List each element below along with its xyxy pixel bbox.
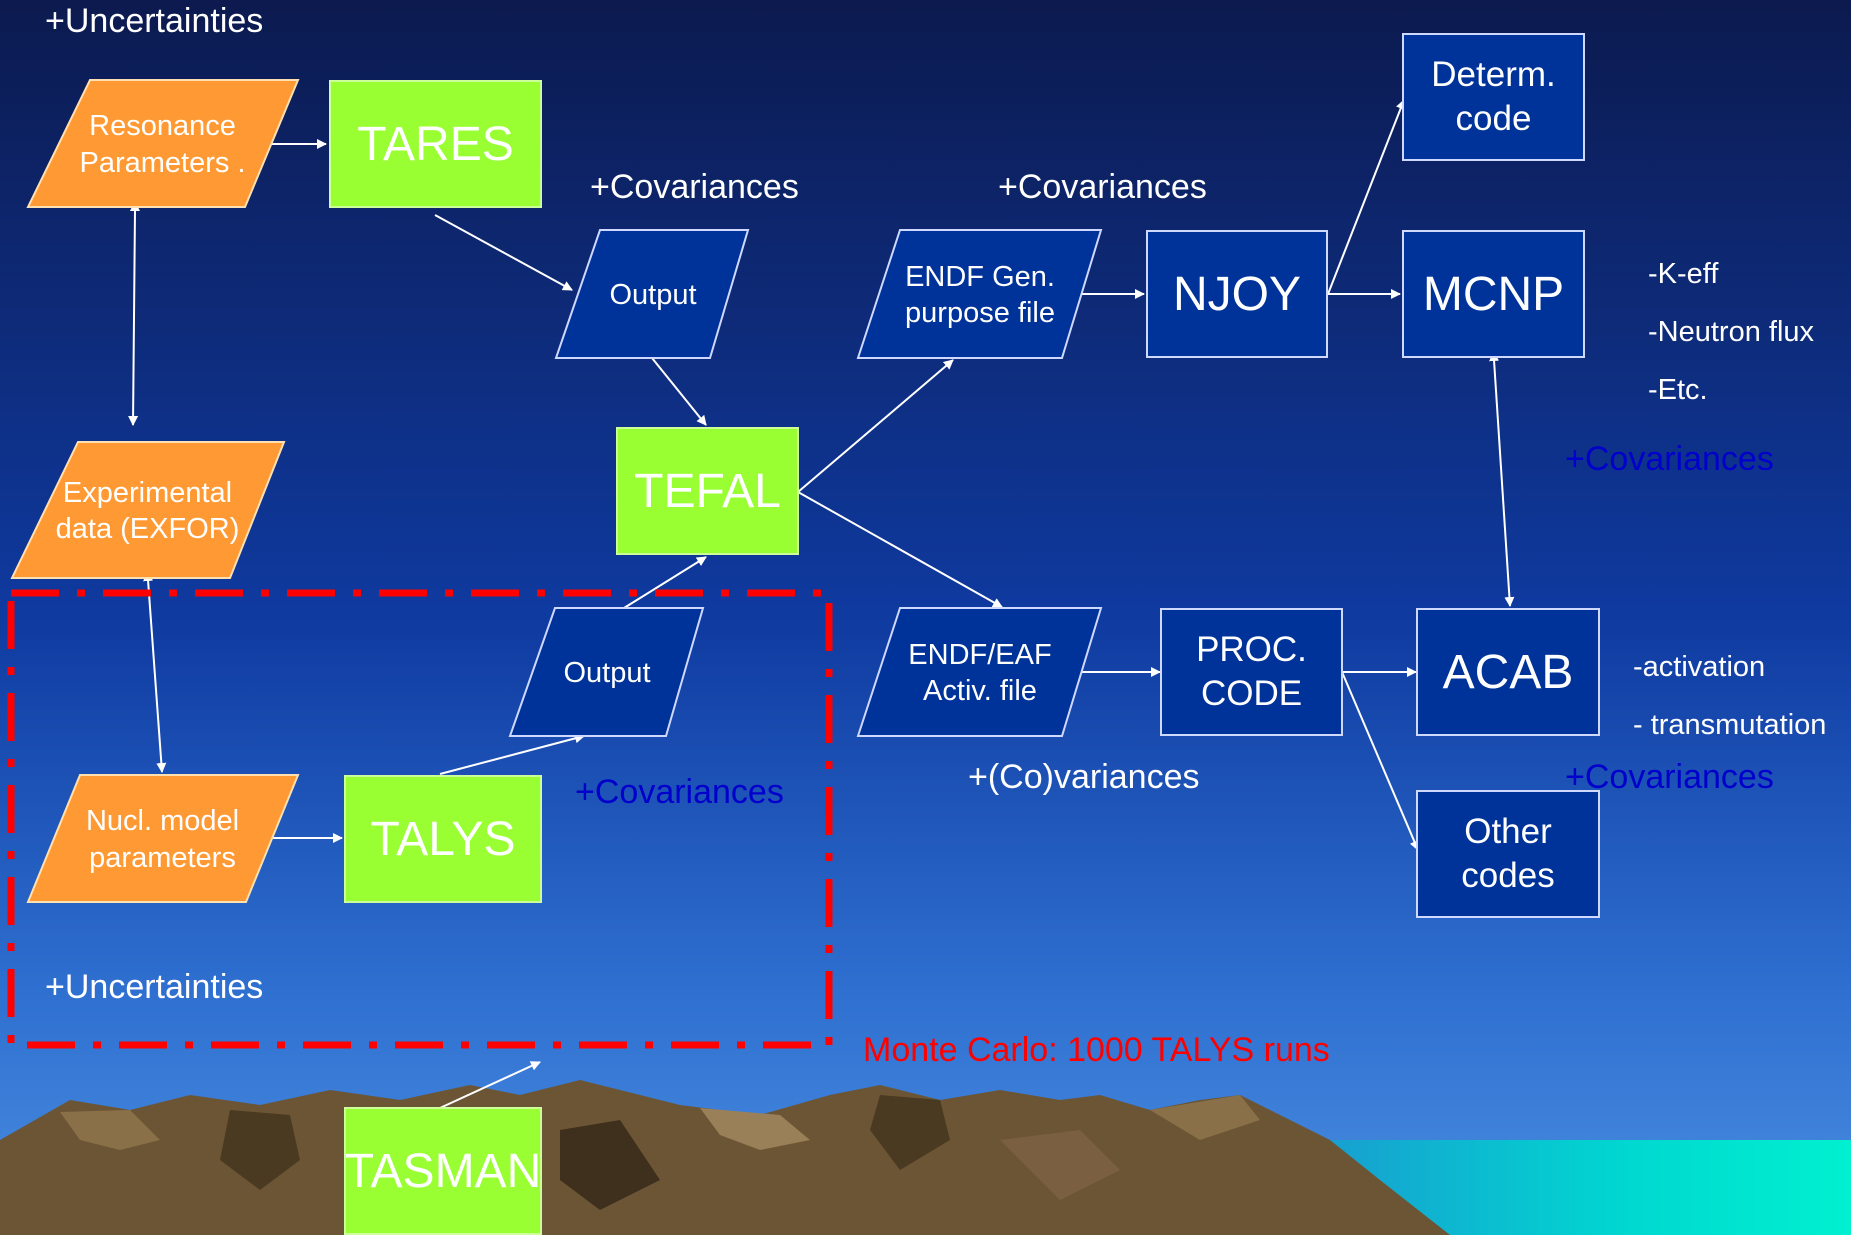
covariances-acab-label: +Covariances bbox=[1565, 758, 1774, 796]
nucl-model-parameters: Nucl. model parameters bbox=[60, 777, 265, 902]
acab-box: ACAB bbox=[1416, 608, 1600, 736]
endfeaf-label: ENDF/EAF Activ. file bbox=[908, 638, 1052, 707]
output-top-shape bbox=[554, 229, 750, 359]
neutron-flux-label: -Neutron flux bbox=[1648, 316, 1815, 348]
endfgp-shape bbox=[856, 229, 1103, 359]
monte-carlo-region bbox=[7, 589, 833, 1049]
arrow-tares-output bbox=[434, 214, 573, 291]
resonance-label: Resonance Parameters . bbox=[79, 110, 246, 179]
monte-carlo-label: Monte Carlo: 1000 TALYS runs bbox=[863, 1031, 1330, 1069]
tares-box: TARES bbox=[329, 80, 542, 208]
covariances-mcnp-label: +Covariances bbox=[1565, 440, 1774, 478]
experimental-shape bbox=[10, 441, 286, 579]
mcnp-label: MCNP bbox=[1422, 267, 1565, 321]
mcnp-box: MCNP bbox=[1402, 230, 1585, 358]
endf-eaf-activation: ENDF/EAF Activ. file bbox=[880, 610, 1080, 736]
arrow-proc-other bbox=[1341, 671, 1420, 851]
experimental-label: Experimental data (EXFOR) bbox=[55, 476, 240, 545]
covariances-endf-label: +Covariances bbox=[998, 168, 1207, 206]
proc-code-label: PROC. CODE bbox=[1196, 630, 1307, 713]
arrow-talys-output bbox=[439, 733, 585, 775]
resonance-parameters: Resonance Parameters . bbox=[55, 82, 270, 207]
output-bottom: Output bbox=[532, 610, 682, 736]
etc-label: -Etc. bbox=[1648, 374, 1708, 406]
covariances-talys-label: +Covariances bbox=[575, 773, 784, 811]
output-bottom-label: Output bbox=[563, 656, 651, 689]
keff-label: -K-eff bbox=[1648, 258, 1719, 290]
transmutation-label: - transmutation bbox=[1633, 709, 1827, 741]
endf-general-purpose: ENDF Gen. purpose file bbox=[880, 232, 1080, 358]
determ-code-box: Determ. code bbox=[1402, 33, 1585, 161]
njoy-label: NJOY bbox=[1172, 267, 1301, 321]
resonance-shape bbox=[26, 79, 300, 208]
arrow-experimental-nuclmodel bbox=[143, 571, 167, 773]
uncertainties-bottom-label: +Uncertainties bbox=[45, 968, 264, 1006]
endfeaf-shape bbox=[856, 607, 1103, 737]
tefal-label: TEFAL bbox=[634, 464, 781, 518]
arrow-output-tefal bbox=[651, 357, 707, 426]
arrow-mcnp-acab bbox=[1489, 351, 1515, 607]
arrow-output-tefal-2 bbox=[623, 556, 707, 609]
arrow-resonance-experimental bbox=[128, 201, 140, 426]
tefal-box: TEFAL bbox=[616, 427, 799, 555]
tasman-box: TASMAN bbox=[344, 1107, 542, 1235]
tasman-label: TASMAN bbox=[344, 1144, 542, 1198]
nuclmodel-shape bbox=[26, 774, 300, 903]
output-top-label: Output bbox=[609, 278, 697, 311]
arrow-tefal-endfeaf bbox=[797, 491, 1003, 608]
acab-label: ACAB bbox=[1442, 645, 1574, 699]
proc-code-box: PROC. CODE bbox=[1160, 608, 1343, 736]
output-top: Output bbox=[578, 232, 728, 358]
nuclmodel-label: Nucl. model parameters bbox=[85, 805, 240, 874]
tares-label: TARES bbox=[357, 117, 514, 171]
njoy-box: NJOY bbox=[1146, 230, 1328, 358]
activation-label: -activation bbox=[1633, 651, 1766, 683]
talys-label: TALYS bbox=[370, 812, 516, 866]
endfgp-label: ENDF Gen. purpose file bbox=[905, 260, 1055, 329]
covariances-output-label: +Covariances bbox=[590, 168, 799, 206]
experimental-data: Experimental data (EXFOR) bbox=[45, 444, 250, 578]
other-codes-label: Other codes bbox=[1461, 812, 1555, 895]
output-bottom-shape bbox=[508, 607, 705, 737]
determ-label: Determ. code bbox=[1431, 55, 1556, 138]
arrow-njoy-determ bbox=[1327, 99, 1406, 295]
arrow-tefal-endfgp bbox=[797, 359, 954, 493]
talys-box: TALYS bbox=[344, 775, 542, 903]
uncertainties-top-label: +Uncertainties bbox=[45, 2, 264, 40]
arrow-tasman-up bbox=[439, 1061, 541, 1109]
other-codes-box: Other codes bbox=[1416, 790, 1600, 918]
co-variances-label: +(Co)variances bbox=[968, 758, 1200, 796]
